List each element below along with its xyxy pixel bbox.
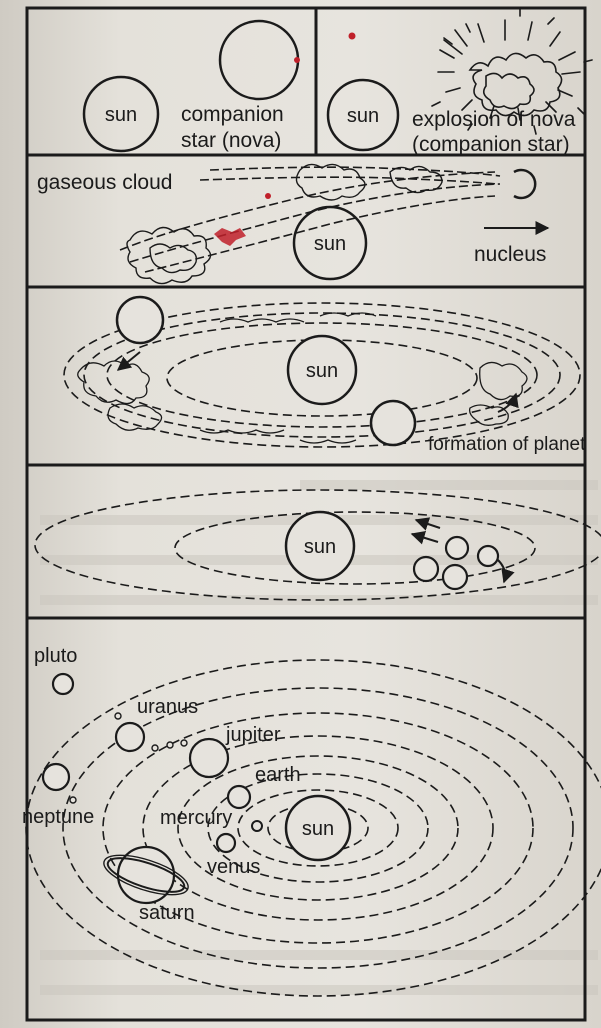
proto-planet-circle (117, 297, 163, 343)
formation-of-planet-label: formation of planet (428, 434, 586, 455)
panel-solar-system: sun pluto uranus jupiter earth mercury v… (22, 645, 601, 996)
uranus-label: uranus (137, 696, 198, 718)
explosion-label-line1: explosion of nova (412, 108, 576, 131)
sun-label: sun (302, 818, 334, 840)
proto-planet-arrow (118, 352, 140, 370)
panel-nova-explosion: sun explosion of nova (companion star) (328, 8, 592, 156)
saturn-planet (100, 847, 193, 903)
mercury-label: mercury (160, 807, 232, 829)
earth-circle (228, 786, 250, 808)
gas-cloud-swirl (120, 167, 500, 272)
pluto-label: pluto (34, 645, 77, 667)
companion-star-circle (220, 21, 298, 99)
neptune-label: neptune (22, 806, 94, 828)
planet-circle (446, 537, 468, 559)
panel-planet-formation: sun formation of planet (64, 297, 586, 455)
mercury-circle (252, 821, 262, 831)
planet-circle (443, 565, 467, 589)
uranus-circle (116, 723, 144, 751)
venus-label: venus (207, 856, 260, 878)
sun-label: sun (306, 360, 338, 382)
sun-label: sun (347, 105, 379, 127)
orbit-direction-arrow (412, 534, 438, 542)
neptune-moon (70, 797, 76, 803)
jupiter-label: jupiter (225, 724, 281, 746)
nucleus-label: nucleus (474, 243, 546, 266)
neptune-circle (43, 764, 69, 790)
planet-circle (478, 546, 498, 566)
gas-cloud-puffs (127, 164, 442, 283)
venus-circle (217, 834, 235, 852)
panel-gaseous-cloud: gaseous cloud sun nucleus (37, 164, 548, 283)
uranus-moon (181, 740, 187, 746)
panel-planets-condensing: sun (35, 490, 601, 600)
saturn-label: saturn (139, 902, 195, 924)
companion-label-line2: star (nova) (181, 129, 281, 152)
uranus-moon (152, 745, 158, 751)
explosion-label-line2: (companion star) (412, 133, 570, 156)
proto-planet-circle (371, 401, 415, 445)
sun-label: sun (105, 104, 137, 126)
pluto-circle (53, 674, 73, 694)
earth-label: earth (255, 764, 301, 786)
sun-label: sun (304, 536, 336, 558)
companion-label-line1: companion (181, 103, 284, 126)
nucleus-arc (514, 170, 535, 198)
sun-label: sun (314, 233, 346, 255)
uranus-moon (167, 742, 173, 748)
gaseous-cloud-label: gaseous cloud (37, 171, 172, 194)
panel-sun-and-companion: sun companion star (nova) (84, 21, 300, 152)
planet-circle (414, 557, 438, 581)
uranus-moon (115, 713, 121, 719)
jupiter-circle (190, 739, 228, 777)
